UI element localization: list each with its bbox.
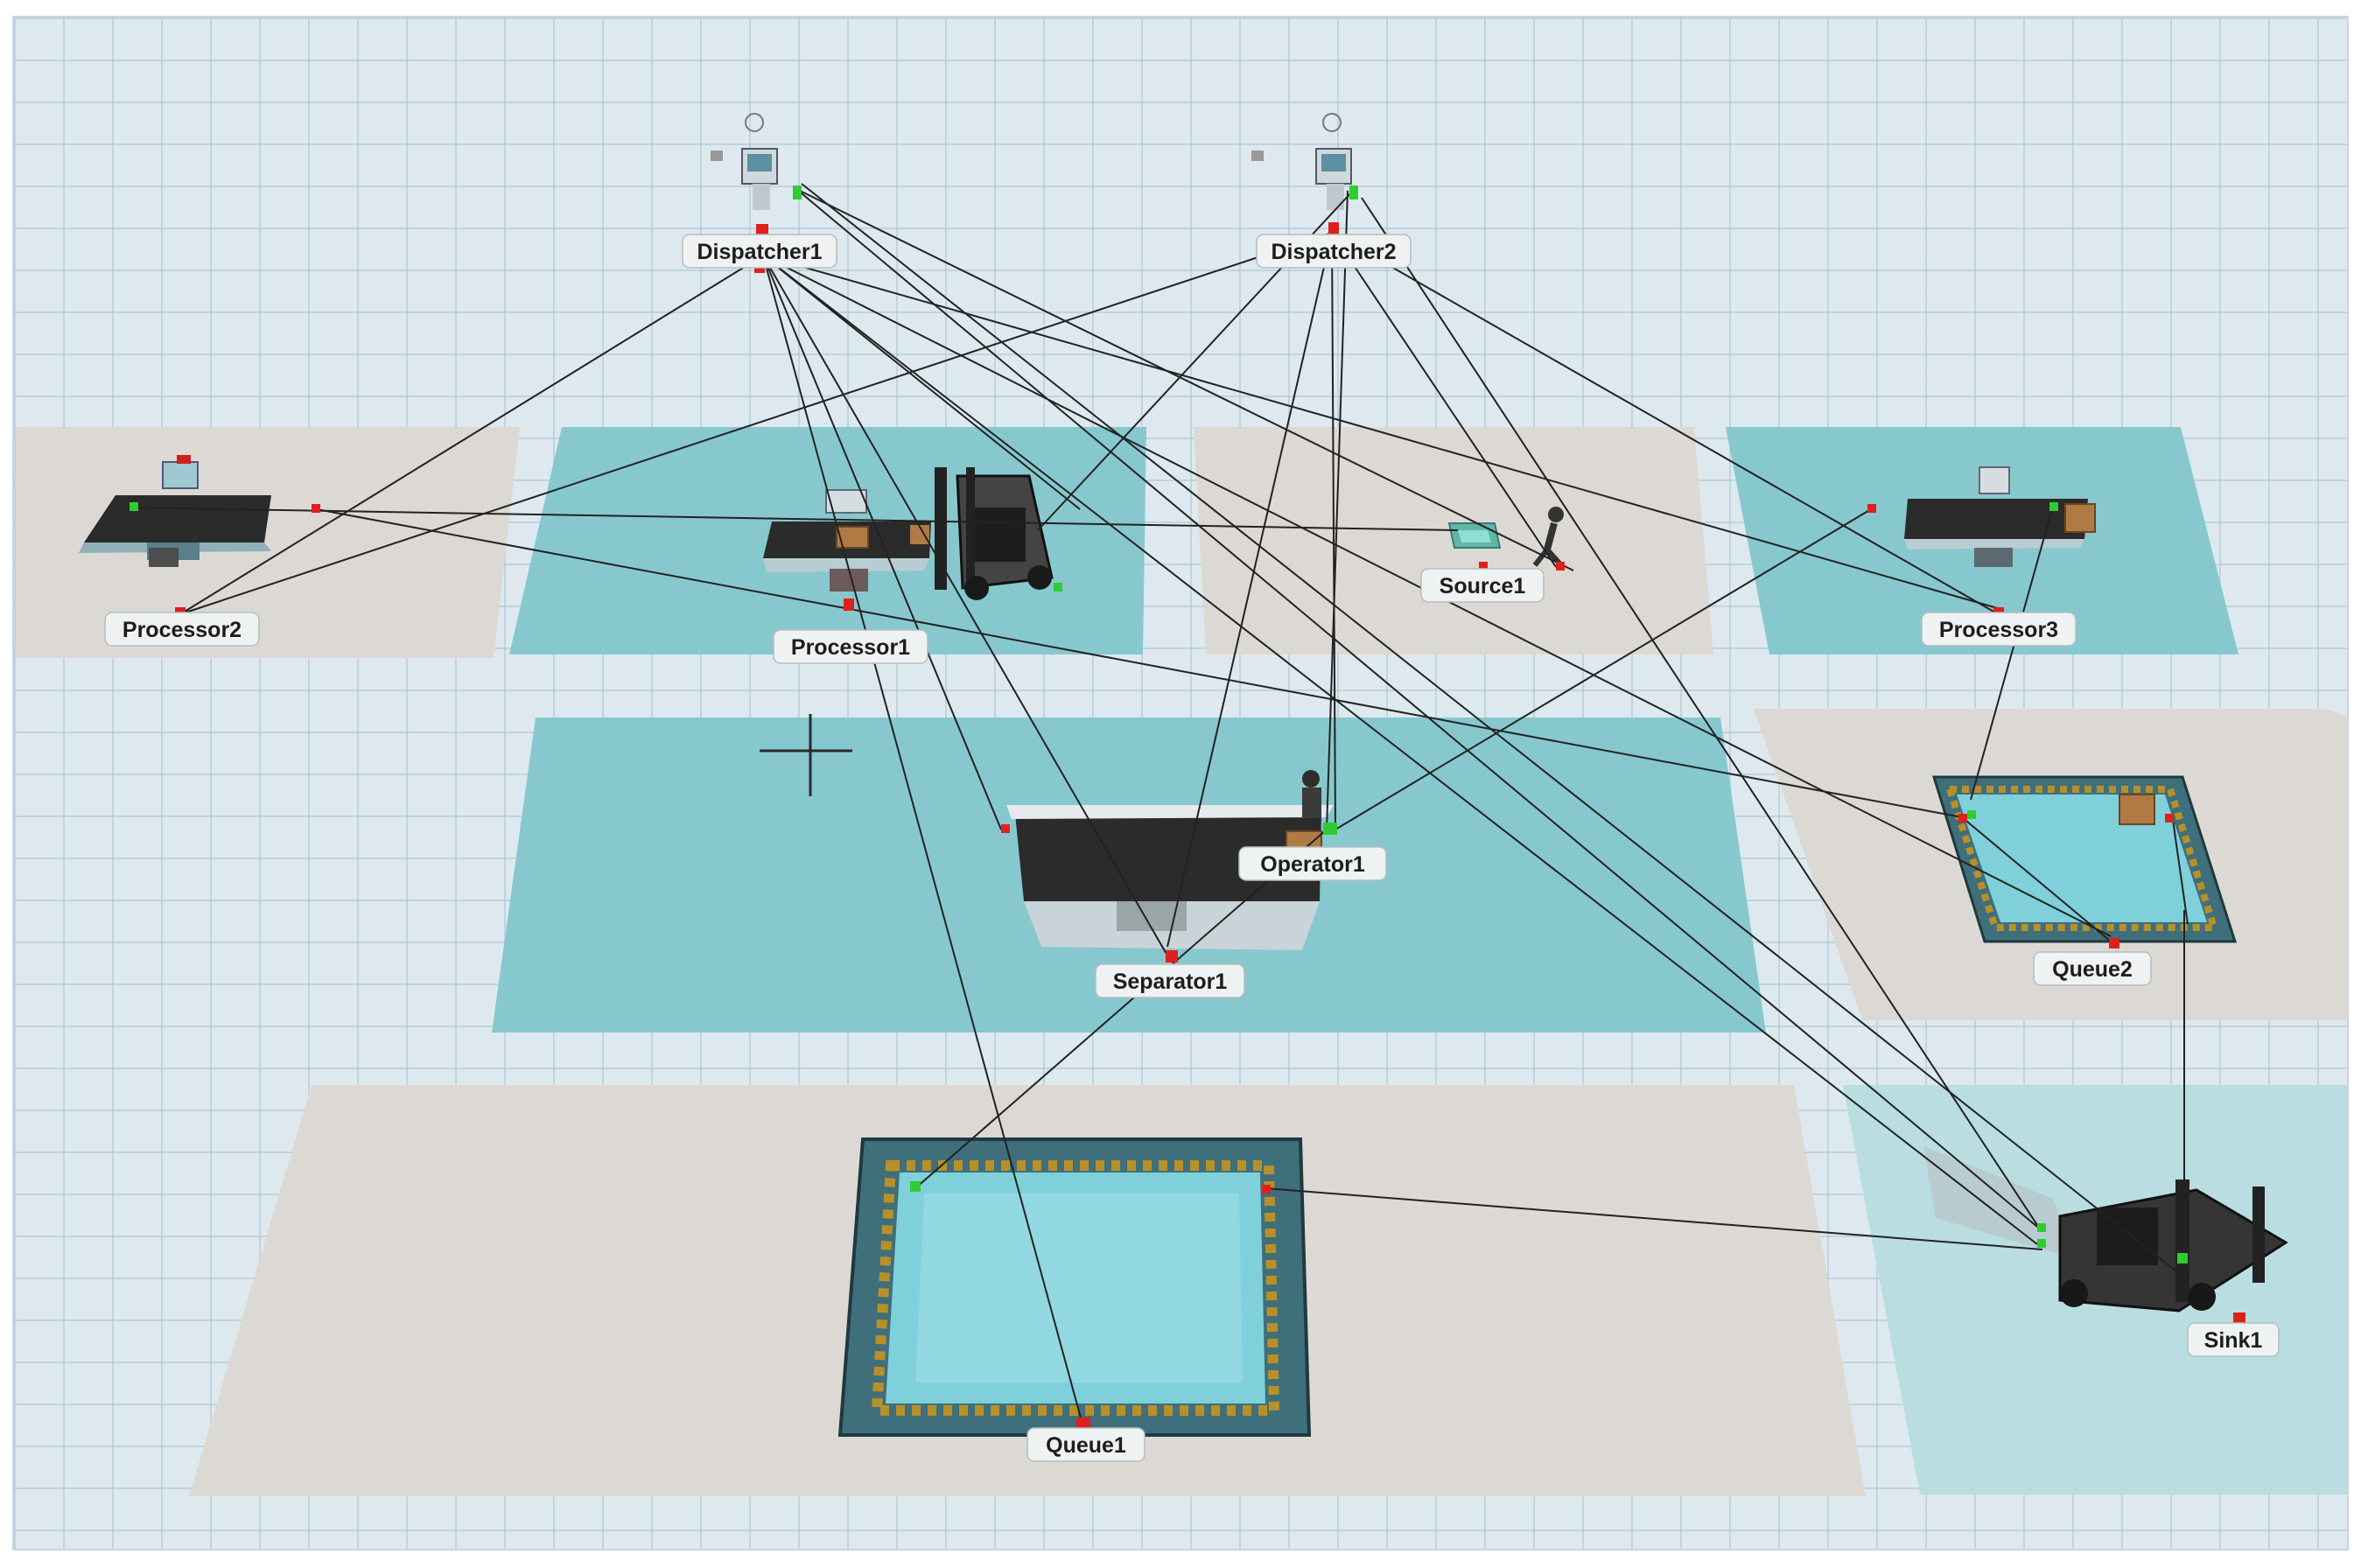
svg-text:Processor1: Processor1 xyxy=(791,635,910,660)
operator-person-icon[interactable] xyxy=(1302,770,1321,817)
label-dispatcher1[interactable]: Dispatcher1 xyxy=(682,234,837,269)
svg-text:Dispatcher2: Dispatcher2 xyxy=(1271,240,1396,264)
svg-text:Operator1: Operator1 xyxy=(1260,852,1365,877)
queue2[interactable] xyxy=(1931,775,2238,943)
svg-text:Queue1: Queue1 xyxy=(1046,1433,1126,1458)
source1[interactable] xyxy=(1447,522,1502,549)
connector-lines xyxy=(127,183,2189,1422)
label-queue2[interactable]: Queue2 xyxy=(2033,951,2152,986)
zone-processor2 xyxy=(16,427,520,658)
object-labels: Dispatcher1 Dispatcher2 Processor2 Proce… xyxy=(104,234,2280,1462)
label-separator1[interactable]: Separator1 xyxy=(1095,963,1245,998)
crosshair-cursor-icon xyxy=(760,714,852,796)
svg-text:Processor3: Processor3 xyxy=(1939,618,2058,642)
label-sink1[interactable]: Sink1 xyxy=(2187,1322,2280,1357)
label-processor3[interactable]: Processor3 xyxy=(1921,612,2077,647)
input-ports xyxy=(130,186,2188,1264)
label-source1[interactable]: Source1 xyxy=(1420,568,1545,603)
label-operator1[interactable]: Operator1 xyxy=(1238,846,1387,881)
processor1[interactable] xyxy=(763,489,931,592)
dispatcher2[interactable] xyxy=(1251,113,1352,210)
dispatcher1[interactable] xyxy=(711,113,778,210)
svg-text:Processor2: Processor2 xyxy=(123,618,242,642)
svg-text:Separator1: Separator1 xyxy=(1113,970,1228,994)
svg-text:Sink1: Sink1 xyxy=(2204,1328,2263,1353)
label-processor1[interactable]: Processor1 xyxy=(773,629,928,664)
svg-text:Dispatcher1: Dispatcher1 xyxy=(697,240,822,264)
label-processor2[interactable]: Processor2 xyxy=(104,612,260,647)
label-dispatcher2[interactable]: Dispatcher2 xyxy=(1256,234,1412,269)
svg-text:Queue2: Queue2 xyxy=(2052,957,2133,982)
queue1[interactable] xyxy=(837,1138,1312,1437)
label-queue1[interactable]: Queue1 xyxy=(1026,1427,1145,1462)
svg-text:Source1: Source1 xyxy=(1440,574,1526,598)
model-3d-view[interactable]: Dispatcher1 Dispatcher2 Processor2 Proce… xyxy=(12,16,2349,1550)
scene-canvas[interactable]: Dispatcher1 Dispatcher2 Processor2 Proce… xyxy=(14,18,2349,1550)
processor3[interactable] xyxy=(1904,466,2096,567)
